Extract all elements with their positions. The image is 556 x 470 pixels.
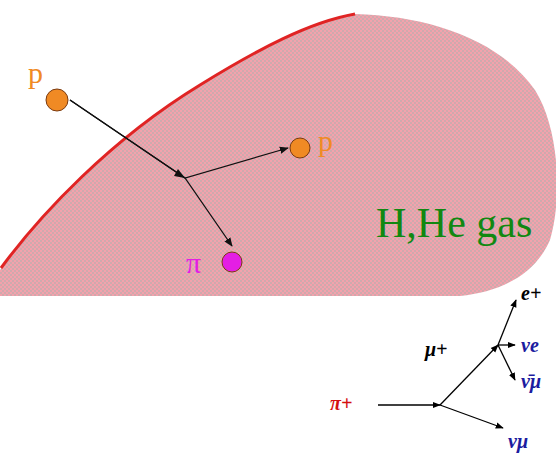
muon-label: μ+ — [425, 338, 448, 360]
positron-label: e+ — [521, 282, 541, 304]
neutrino-track — [498, 344, 515, 345]
positron-track — [498, 300, 516, 345]
antineutrino-track — [498, 345, 515, 380]
particle-dot — [288, 126, 346, 162]
proton-particle: p — [288, 126, 346, 162]
antineutrino-label: ν̄μ — [521, 370, 541, 392]
particle-name: p — [318, 126, 333, 156]
muon-track — [440, 345, 498, 405]
particle-name: p — [28, 58, 43, 88]
pion-label: π+ — [330, 392, 352, 414]
particle-track — [70, 100, 232, 246]
neutrino-label: νe — [521, 334, 539, 356]
neutrino-label: νμ — [508, 430, 528, 452]
gas-region: H,He gas p π — [0, 0, 556, 296]
pion-particle: π — [186, 246, 244, 284]
particle-name: π — [186, 248, 201, 278]
neutrino-track — [440, 405, 503, 428]
particle-track — [70, 100, 288, 178]
particle-name: H,He gas — [376, 202, 532, 244]
proton-particle: p — [28, 58, 70, 112]
collision-arrowhead — [174, 169, 185, 178]
pion-track — [378, 404, 440, 405]
gas-cloud — [0, 0, 556, 296]
